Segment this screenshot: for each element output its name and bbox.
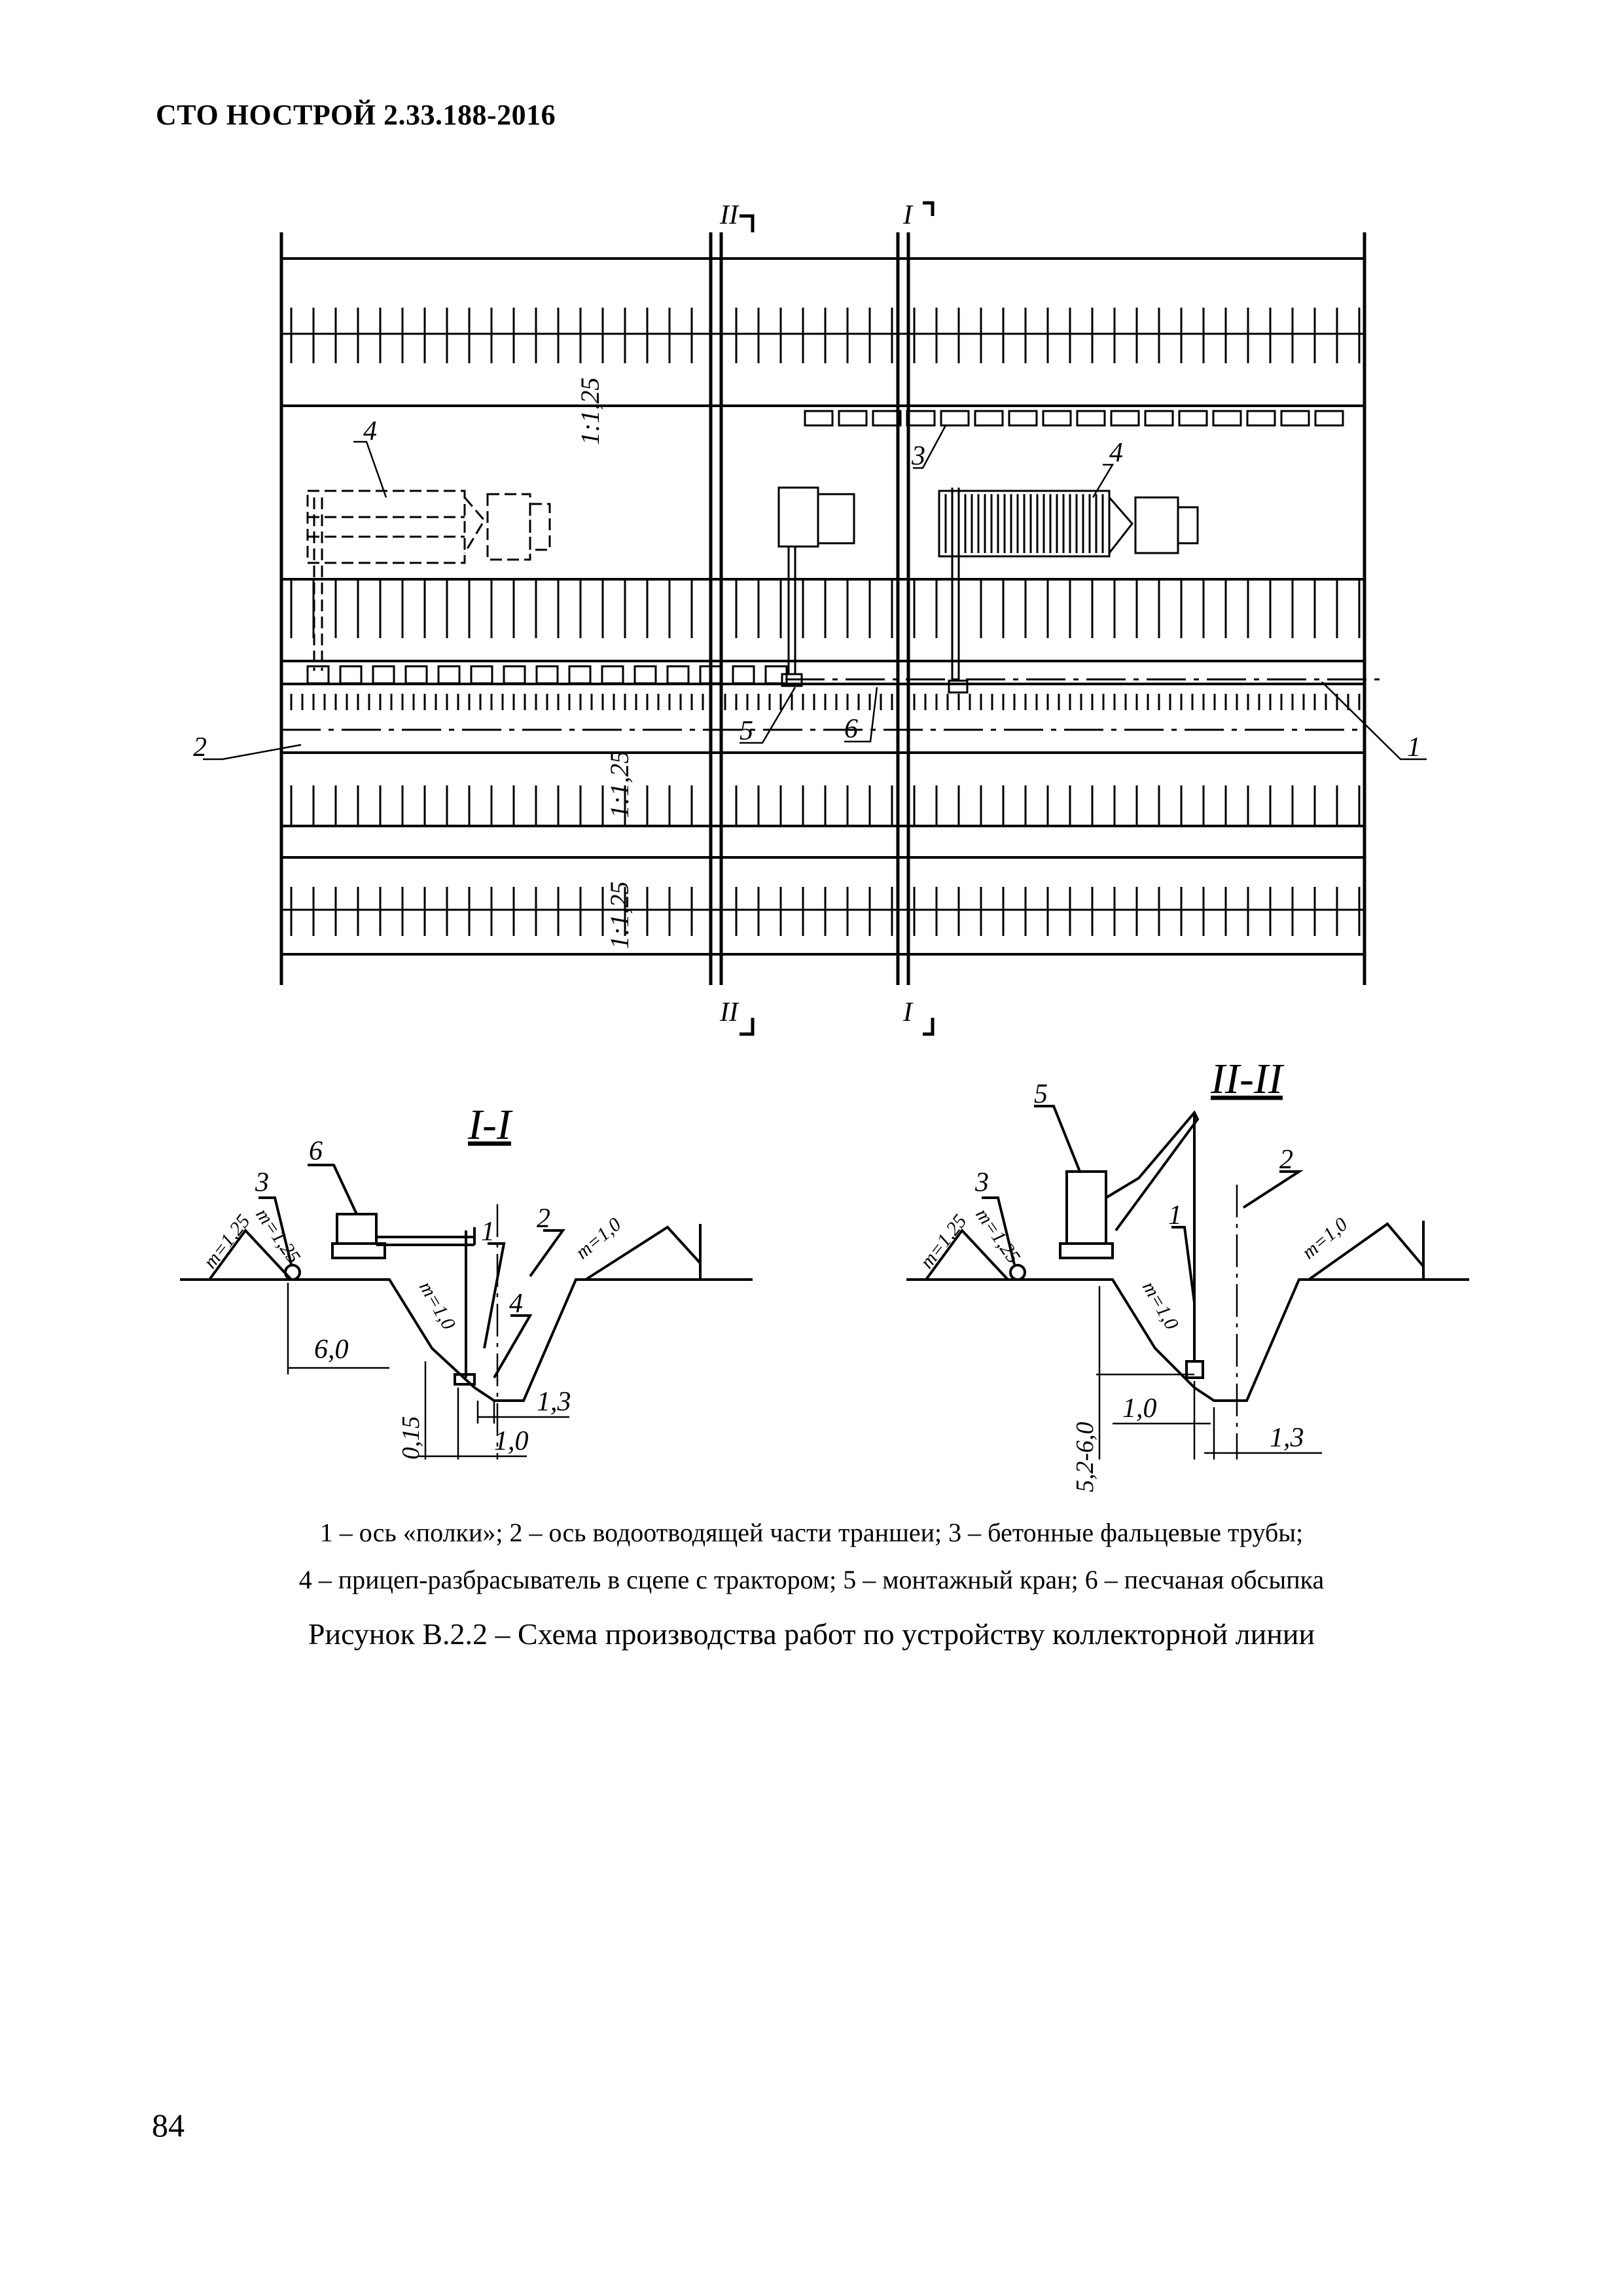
section-II-II-callout-1: 1 bbox=[1168, 1200, 1182, 1230]
pipe-segment bbox=[1144, 410, 1174, 427]
section-II-II-title: II-II bbox=[1210, 1055, 1285, 1103]
section-II-II-dim-13: 1,3 bbox=[1270, 1423, 1304, 1453]
section-I-I-dim-015: 0,15 bbox=[397, 1416, 425, 1460]
section-II-II-slope-b: m=1,25 bbox=[971, 1204, 1024, 1267]
pipe-chain bbox=[306, 665, 788, 685]
section-I-I-dim-13: 1,3 bbox=[537, 1387, 571, 1417]
section-I-I-callout-6: 4 bbox=[509, 1289, 523, 1319]
chain-pipe bbox=[437, 665, 461, 685]
chain-pipe bbox=[535, 665, 559, 685]
pipe-segment bbox=[1212, 410, 1242, 427]
pipe-segment bbox=[940, 410, 970, 427]
section-II-II-callout-3: 3 bbox=[974, 1168, 989, 1198]
chain-pipe bbox=[503, 665, 526, 685]
chain-pipe bbox=[470, 665, 493, 685]
pipe-segment bbox=[906, 410, 936, 427]
pipe-segment bbox=[1246, 410, 1276, 427]
pipe-segment bbox=[1008, 410, 1038, 427]
section-I-I bbox=[180, 1164, 753, 1460]
section-I-I-slope-d: m=1,0 bbox=[571, 1213, 625, 1263]
section-label-II-top: II bbox=[719, 200, 740, 230]
plan-view bbox=[279, 232, 1387, 985]
section-label-I-top: I bbox=[902, 200, 914, 230]
section-I-I-dim-10: 1,0 bbox=[494, 1426, 529, 1456]
plan-callout-4-right: 4 bbox=[1109, 438, 1123, 468]
slope-label-mid: 1:1,25 bbox=[605, 751, 634, 818]
figure-legend-line-1: 1 – ось «полки»; 2 – ось водоотводящей ч… bbox=[319, 1518, 1304, 1547]
pipe-segment bbox=[1314, 410, 1344, 427]
plan-callouts bbox=[203, 425, 1427, 761]
section-II-II-slope-a: m=1,25 bbox=[916, 1211, 971, 1273]
plan-callout-5: 5 bbox=[740, 716, 753, 746]
slope-label-bot: 1:1,25 bbox=[605, 882, 634, 949]
plan-callout-3: 3 bbox=[911, 441, 925, 471]
section-I-I-callout-1: 1 bbox=[481, 1217, 495, 1247]
plan-callout-2: 2 bbox=[193, 732, 207, 762]
pipe-segment bbox=[1110, 410, 1140, 427]
section-I-I-slope-a: m=1,25 bbox=[200, 1211, 255, 1273]
section-II-II-dim-52-60: 5,2-6,0 bbox=[1071, 1422, 1099, 1492]
chain-pipe bbox=[372, 665, 395, 685]
chain-pipe bbox=[601, 665, 624, 685]
crane-plan bbox=[777, 486, 855, 687]
section-II-II bbox=[906, 1105, 1469, 1460]
slope-label-top: 1:1,25 bbox=[575, 378, 605, 445]
section-II-II-callout-5: 5 bbox=[1034, 1079, 1048, 1109]
pipe-segment bbox=[838, 410, 868, 427]
page-number: 84 bbox=[152, 2107, 185, 2144]
chain-pipe bbox=[633, 665, 657, 685]
chain-pipe bbox=[666, 665, 690, 685]
section-label-I-bottom: I bbox=[902, 997, 914, 1028]
section-cut-lines bbox=[709, 201, 935, 1036]
pipe-segment bbox=[1076, 410, 1106, 427]
chain-pipe bbox=[732, 665, 755, 685]
section-II-II-callout-2: 2 bbox=[1279, 1145, 1293, 1175]
pipe-segment bbox=[872, 410, 902, 427]
chain-pipe bbox=[699, 665, 722, 685]
pipe-segment bbox=[974, 410, 1004, 427]
plan-callout-1: 1 bbox=[1407, 732, 1421, 762]
tractor-dashed bbox=[306, 490, 551, 671]
section-I-I-dim-60: 6,0 bbox=[314, 1335, 349, 1365]
figure-caption: Рисунок В.2.2 – Схема производства работ… bbox=[308, 1617, 1315, 1651]
chain-pipe bbox=[306, 665, 330, 685]
technical-drawing: II I II I 1:1,25 1:1,25 1:1,25 bbox=[180, 200, 1469, 1492]
pipe-segment bbox=[1178, 410, 1208, 427]
document-header: СТО НОСТРОЙ 2.33.188-2016 bbox=[156, 99, 556, 131]
plan-hatching bbox=[290, 308, 1361, 936]
section-I-I-callout-2: 2 bbox=[537, 1204, 550, 1234]
plan-callout-6: 6 bbox=[844, 714, 858, 744]
section-II-II-slope-c: m=1,0 bbox=[1138, 1278, 1183, 1333]
section-I-I-slope-c: m=1,0 bbox=[415, 1278, 459, 1333]
section-I-I-callout-4: 6 bbox=[309, 1136, 323, 1166]
section-label-II-bottom: II bbox=[719, 997, 740, 1028]
pipe-segment bbox=[1042, 410, 1072, 427]
pipe-segment bbox=[804, 410, 834, 427]
pipes-row bbox=[804, 410, 1344, 427]
chain-pipe bbox=[339, 665, 363, 685]
section-I-I-title: I-I bbox=[467, 1101, 513, 1149]
spreader-plan bbox=[938, 488, 1199, 694]
chain-pipe bbox=[404, 665, 428, 685]
section-II-II-dim-10: 1,0 bbox=[1122, 1393, 1157, 1424]
section-I-I-callout-3: 3 bbox=[255, 1168, 269, 1198]
figure-legend-line-2: 4 – прицеп-разбрасыватель в сцепе с трак… bbox=[298, 1565, 1325, 1594]
pipe-segment bbox=[1280, 410, 1310, 427]
plan-callout-4-left: 4 bbox=[363, 416, 377, 446]
chain-pipe bbox=[568, 665, 592, 685]
